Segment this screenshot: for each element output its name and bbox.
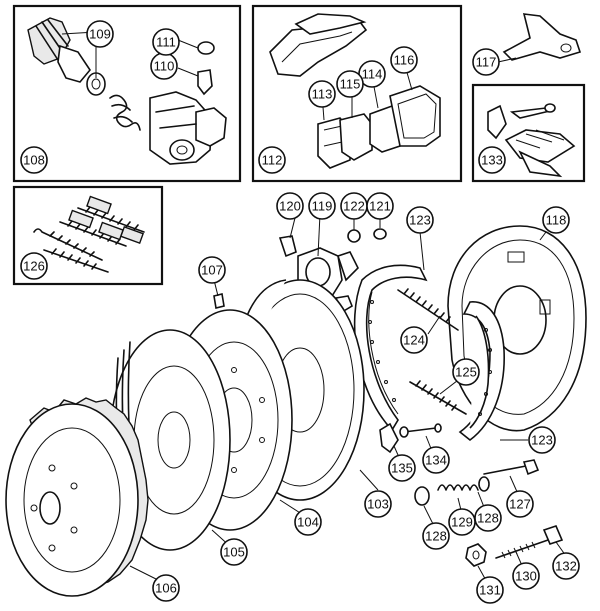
callout-115: 115	[336, 70, 364, 98]
svg-text:115: 115	[340, 77, 361, 92]
callout-105: 105	[220, 538, 248, 566]
callout-129: 129	[448, 508, 476, 536]
svg-text:125: 125	[455, 365, 477, 380]
callout-132: 132	[552, 552, 580, 580]
inset-box-brake-pads	[251, 4, 463, 183]
callout-127: 127	[506, 490, 534, 518]
abutment-bracket	[502, 13, 582, 61]
brake-pads-parts	[269, 13, 441, 169]
callout-109: 109	[86, 20, 114, 48]
svg-text:123: 123	[409, 213, 431, 228]
adjuster-screw-130	[465, 525, 564, 567]
svg-text:130: 130	[515, 569, 537, 584]
svg-text:116: 116	[394, 53, 415, 68]
callout-110: 110	[150, 52, 178, 80]
callout-112: 112	[258, 146, 286, 174]
svg-text:131: 131	[479, 583, 501, 598]
svg-text:108: 108	[23, 153, 45, 168]
svg-text:127: 127	[509, 497, 531, 512]
inset-box-pad-pins	[471, 83, 586, 183]
svg-text:105: 105	[223, 545, 245, 560]
callout-106: 106	[152, 574, 180, 602]
svg-text:124: 124	[403, 333, 425, 348]
callout-113: 113	[308, 80, 336, 108]
callout-120: 120	[276, 192, 304, 220]
svg-text:128: 128	[477, 511, 499, 526]
callout-121: 121	[366, 192, 394, 220]
svg-text:122: 122	[343, 199, 365, 214]
svg-text:109: 109	[89, 27, 111, 42]
shoe-return-springs	[397, 288, 467, 415]
svg-text:103: 103	[367, 497, 389, 512]
hold-down-pins	[379, 422, 442, 454]
wheel-cylinder-parts	[27, 17, 227, 165]
callout-104: 104	[294, 508, 322, 536]
svg-text:119: 119	[312, 199, 333, 214]
svg-text:104: 104	[297, 515, 319, 530]
inset-box-spring-kit	[12, 185, 164, 286]
svg-text:120: 120	[279, 199, 301, 214]
callout-128-right: 128	[474, 504, 502, 532]
svg-text:112: 112	[262, 153, 283, 168]
brake-drum-106	[5, 397, 149, 597]
svg-text:134: 134	[425, 453, 447, 468]
callout-103: 103	[364, 490, 392, 518]
callout-116: 116	[390, 46, 418, 74]
svg-text:123: 123	[531, 433, 553, 448]
callout-128-left: 128	[422, 522, 450, 550]
svg-text:110: 110	[154, 59, 175, 74]
callout-119: 119	[308, 192, 336, 220]
callout-135: 135	[388, 454, 416, 482]
svg-text:133: 133	[481, 153, 503, 168]
callout-111: 111	[152, 28, 180, 56]
inset-box-wheel-cylinder	[12, 4, 242, 183]
callout-108: 108	[20, 146, 48, 174]
return-spring-kit	[33, 195, 145, 273]
pad-pins-and-clips	[487, 103, 576, 178]
adjuster-spring-129	[414, 476, 490, 506]
brake-backplate	[447, 225, 587, 432]
callout-126: 126	[20, 252, 48, 280]
svg-text:126: 126	[23, 259, 45, 274]
callout-118: 118	[542, 206, 570, 234]
svg-text:135: 135	[391, 461, 413, 476]
svg-text:129: 129	[451, 515, 473, 530]
svg-text:107: 107	[201, 263, 223, 278]
svg-text:113: 113	[312, 87, 333, 102]
svg-text:121: 121	[369, 199, 391, 214]
svg-text:111: 111	[156, 35, 176, 50]
callout-130: 130	[512, 562, 540, 590]
callout-124: 124	[400, 326, 428, 354]
callout-134: 134	[422, 446, 450, 474]
svg-text:114: 114	[362, 67, 383, 82]
svg-text:128: 128	[425, 529, 447, 544]
adjuster-bolt-127	[483, 459, 540, 476]
callout-117: 117	[472, 48, 500, 76]
callout-122: 122	[340, 192, 368, 220]
svg-text:117: 117	[476, 55, 497, 70]
svg-text:132: 132	[555, 559, 577, 574]
callout-131: 131	[476, 576, 504, 604]
svg-text:118: 118	[546, 213, 567, 228]
callout-123-lower: 123	[528, 426, 556, 454]
svg-text:106: 106	[155, 581, 177, 596]
callout-123-upper: 123	[406, 206, 434, 234]
callout-107: 107	[198, 256, 226, 284]
callout-125: 125	[452, 358, 480, 386]
callout-133: 133	[478, 146, 506, 174]
